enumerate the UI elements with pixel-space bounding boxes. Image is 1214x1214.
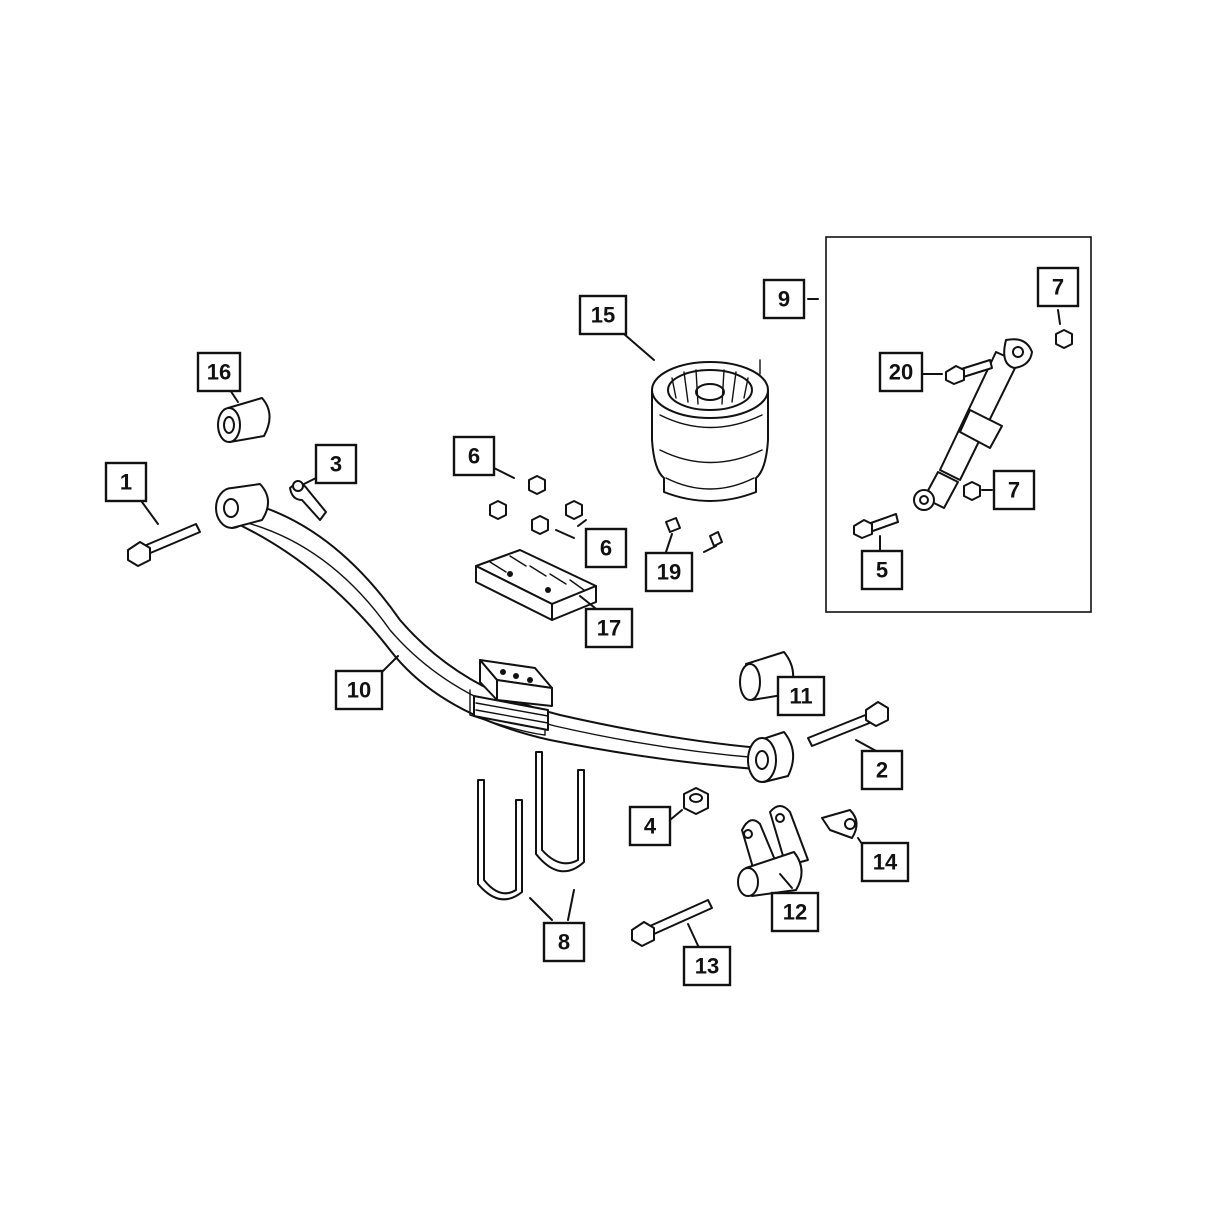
callout-12: 12 [770, 891, 820, 933]
callout-4: 4 [628, 805, 672, 847]
shackle-pin [821, 809, 858, 839]
svg-text:14: 14 [873, 850, 898, 875]
shackle-nut [683, 787, 709, 815]
callout-1: 1 [104, 461, 148, 503]
callout-7-bottom: 7 [992, 469, 1036, 511]
callout-14: 14 [860, 841, 910, 883]
svg-text:8: 8 [558, 930, 570, 955]
svg-text:13: 13 [695, 954, 719, 979]
callout-20: 20 [878, 351, 924, 393]
svg-text:6: 6 [468, 444, 480, 469]
callout-5: 5 [860, 549, 904, 591]
svg-text:3: 3 [330, 452, 342, 477]
spring-plate-nuts [489, 475, 583, 535]
callout-6-bottom: 6 [584, 527, 628, 569]
clip-bracket [289, 480, 327, 521]
svg-text:17: 17 [597, 616, 621, 641]
shock-lower-bolt [853, 513, 899, 539]
svg-text:2: 2 [876, 758, 888, 783]
svg-text:10: 10 [347, 678, 371, 703]
callout-17: 17 [584, 607, 634, 649]
svg-text:1: 1 [120, 470, 132, 495]
svg-text:7: 7 [1052, 275, 1064, 300]
svg-text:11: 11 [789, 684, 812, 709]
callout-13: 13 [682, 945, 732, 987]
svg-text:6: 6 [600, 536, 612, 561]
callout-9: 9 [762, 278, 806, 320]
air-spring [651, 359, 769, 502]
shock-nuts [963, 329, 1073, 501]
svg-text:5: 5 [876, 558, 888, 583]
callouts: 1 16 3 6 6 15 19 17 [104, 266, 1080, 987]
callout-11: 11 [776, 675, 826, 717]
svg-text:4: 4 [644, 814, 657, 839]
svg-text:16: 16 [207, 360, 231, 385]
callout-2: 2 [860, 749, 904, 791]
shock-absorber [913, 338, 1033, 511]
front-spring-bolt [127, 523, 201, 567]
callout-7-top: 7 [1036, 266, 1080, 308]
callout-8: 8 [542, 921, 586, 963]
shock-upper-bolt [945, 359, 993, 385]
callout-3: 3 [314, 443, 358, 485]
svg-text:15: 15 [591, 303, 615, 328]
spring-shackle [737, 805, 809, 897]
spring-seat-plate [475, 549, 597, 621]
callout-10: 10 [334, 669, 384, 711]
svg-text:9: 9 [778, 287, 790, 312]
svg-text:20: 20 [889, 360, 913, 385]
callout-15: 15 [578, 294, 628, 336]
shackle-bolt [631, 899, 713, 947]
callout-16: 16 [196, 351, 242, 393]
callout-6-top: 6 [452, 435, 496, 477]
front-eye-bushing [217, 397, 271, 443]
svg-text:19: 19 [657, 560, 681, 585]
leaf-spring [215, 483, 795, 783]
rear-spring-bolt [807, 701, 889, 747]
svg-text:7: 7 [1008, 478, 1020, 503]
svg-text:12: 12 [783, 900, 807, 925]
shock-kit-frame [825, 236, 1092, 613]
air-spring-nuts [665, 517, 723, 547]
callout-19: 19 [644, 551, 694, 593]
u-bolts [477, 751, 585, 901]
